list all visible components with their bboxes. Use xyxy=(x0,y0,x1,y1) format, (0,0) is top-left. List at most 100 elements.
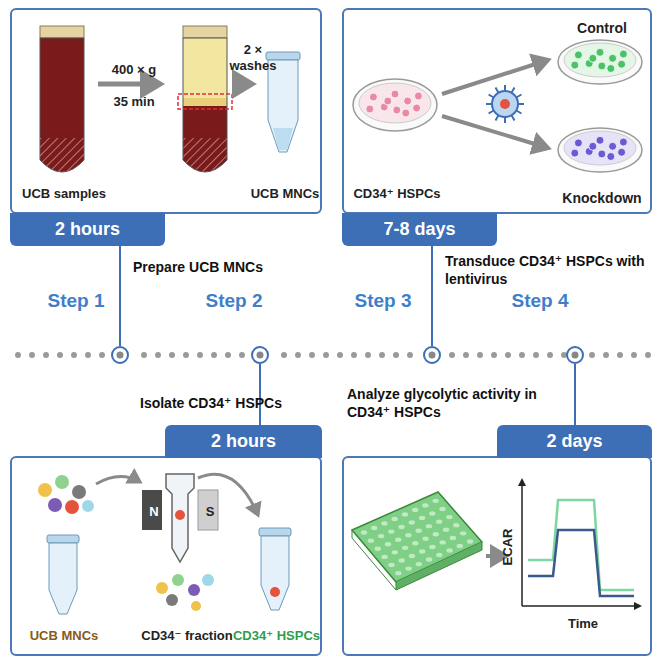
cell xyxy=(571,61,579,69)
timeline-dot xyxy=(449,352,455,358)
timeline-dot xyxy=(239,352,245,358)
well xyxy=(412,541,418,545)
panel-text: CD34⁺ HSPCs xyxy=(353,186,440,202)
well xyxy=(432,499,438,503)
panel-text: UCB MNCs xyxy=(251,186,320,202)
cell xyxy=(384,97,392,105)
well xyxy=(426,524,432,528)
timeline-dot xyxy=(323,352,329,358)
blood-tube xyxy=(40,26,84,172)
separated-tube xyxy=(178,26,232,172)
cell xyxy=(619,138,627,146)
well xyxy=(399,558,405,562)
panel-text: S xyxy=(206,504,215,520)
cell xyxy=(596,136,604,144)
well xyxy=(446,548,452,552)
ecar-curve xyxy=(528,530,634,596)
timeline-dot xyxy=(519,352,525,358)
timeline-dot xyxy=(57,352,63,358)
cell xyxy=(618,148,626,156)
process-arrow xyxy=(96,476,140,484)
timeline-dot xyxy=(379,352,385,358)
timeline-dot xyxy=(15,352,21,358)
well xyxy=(361,530,367,534)
microtube xyxy=(259,528,291,610)
well xyxy=(443,528,449,532)
well xyxy=(368,538,374,542)
well xyxy=(409,554,415,558)
well xyxy=(453,523,459,527)
panel-text: ECAR xyxy=(500,529,516,566)
panel-text: N xyxy=(149,504,158,520)
separation-column xyxy=(166,474,194,562)
timeline-dot xyxy=(477,352,483,358)
timeline-dot xyxy=(589,352,595,358)
well xyxy=(426,557,432,561)
cell xyxy=(574,139,582,147)
well xyxy=(436,553,442,557)
well xyxy=(388,529,394,533)
duration-text: 2 hours xyxy=(55,219,120,240)
well xyxy=(429,511,435,515)
well xyxy=(422,537,428,541)
cell xyxy=(596,48,604,56)
action-label: Transduce CD34⁺ HSPCs with lentivirus xyxy=(445,252,645,288)
timeline-dot xyxy=(85,352,91,358)
well xyxy=(378,534,384,538)
panel-text: CD34⁻ fraction xyxy=(141,628,232,644)
duration-text: 2 days xyxy=(546,431,602,452)
well xyxy=(416,562,422,566)
well xyxy=(419,516,425,520)
well-plate xyxy=(352,492,482,590)
lentivirus xyxy=(486,85,524,123)
cell xyxy=(598,150,606,158)
step-panel: CD34⁺ HSPCsControlKnockdown xyxy=(342,8,652,214)
timeline-dot xyxy=(309,352,315,358)
mixed-cells xyxy=(38,475,94,514)
action-label: Prepare UCB MNCs xyxy=(133,258,263,276)
well xyxy=(429,545,435,549)
well xyxy=(422,503,428,507)
timeline-dot xyxy=(183,352,189,358)
well xyxy=(439,507,445,511)
cell xyxy=(619,50,627,58)
panel-text: 400 × g xyxy=(112,62,156,78)
timeline-dot xyxy=(533,352,539,358)
well xyxy=(381,555,387,559)
well xyxy=(395,538,401,542)
step-panel: UCB samples 400 × g 35 min 2 × washesUCB MN… xyxy=(10,8,322,214)
timeline-dot xyxy=(351,352,357,358)
cell xyxy=(618,60,626,68)
duration-tab: 2 hours xyxy=(10,213,165,246)
panel-text: Time xyxy=(568,616,598,632)
well xyxy=(395,571,401,575)
cell xyxy=(589,54,597,62)
timeline-dot xyxy=(225,352,231,358)
well xyxy=(398,525,404,529)
timeline-dot xyxy=(169,352,175,358)
panel-text: UCB MNCs xyxy=(30,628,99,644)
step-label: Step 3 xyxy=(354,290,411,312)
well xyxy=(409,520,415,524)
panel-text: 35 min xyxy=(113,94,154,110)
cell xyxy=(393,106,401,114)
well xyxy=(391,517,397,521)
action-label: Analyze glycolytic activity in CD34⁺ HSP… xyxy=(347,385,547,421)
timeline-dot xyxy=(155,352,161,358)
step-marker-dot xyxy=(117,352,579,359)
cell xyxy=(404,97,412,105)
timeline-dot xyxy=(281,352,287,358)
microtube xyxy=(47,535,79,614)
step-panel: UCB MNCsNSCD34⁻ fractionCD34⁺ HSPCs xyxy=(10,456,322,656)
panel-text: UCB samples xyxy=(22,186,106,202)
step-panel: ECAR Time xyxy=(342,456,652,656)
flow-through-cells xyxy=(156,574,214,611)
cell xyxy=(609,142,617,150)
well xyxy=(450,536,456,540)
timeline-dot xyxy=(603,352,609,358)
timeline-dot xyxy=(505,352,511,358)
panel-text: 2 × washes xyxy=(228,42,278,74)
culture-dish xyxy=(353,79,437,131)
timeline-dot xyxy=(71,352,77,358)
